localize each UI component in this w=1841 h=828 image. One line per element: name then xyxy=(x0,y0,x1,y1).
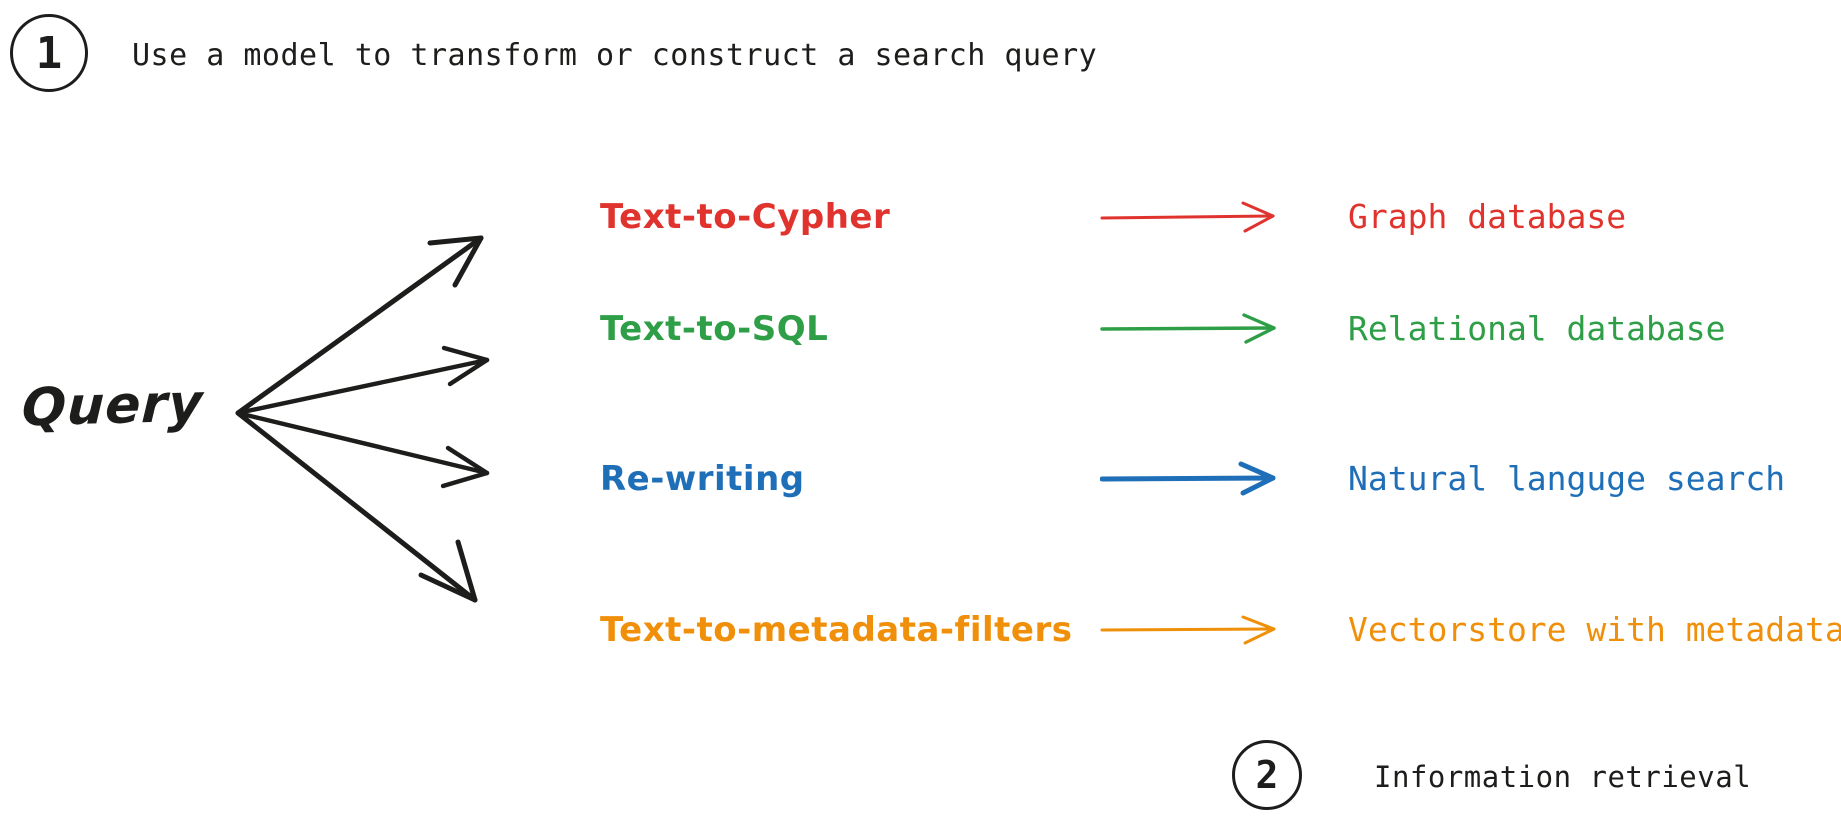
target-label-vectorstore-with-metadata: Vectorstore with metadata xyxy=(1348,610,1841,649)
flow-row-cypher: Text-to-Cypher Graph database xyxy=(0,195,1841,255)
row-arrow-sql xyxy=(1100,313,1276,344)
step-badge-2-number: 2 xyxy=(1255,753,1279,797)
flow-row-sql: Text-to-SQL Relational database xyxy=(0,307,1841,367)
query-label: Query xyxy=(20,373,205,439)
step-title-2: Information retrieval xyxy=(1374,760,1752,794)
fan-arrow-2-shaft xyxy=(235,357,490,416)
row-arrow-rewriting xyxy=(1100,461,1276,496)
target-label-relational-database: Relational database xyxy=(1348,309,1726,348)
target-label-graph-database: Graph database xyxy=(1348,197,1627,236)
fan-arrow-4-head-bottom xyxy=(418,572,478,603)
technique-label-cypher: Text-to-Cypher xyxy=(600,197,891,237)
flow-row-rewriting: Re-writing Natural languge search xyxy=(0,457,1841,517)
step-badge-1: 1 xyxy=(10,14,88,92)
technique-label-rewriting: Re-writing xyxy=(600,459,805,499)
fan-arrow-4-head-top xyxy=(455,539,478,603)
step-badge-1-number: 1 xyxy=(35,27,63,79)
flow-row-metadata-filters: Text-to-metadata-filters Vectorstore wit… xyxy=(0,608,1841,668)
row-arrow-metadata-filters xyxy=(1100,615,1276,645)
step-title-1: Use a model to transform or construct a … xyxy=(132,38,1098,73)
row-arrow-cypher xyxy=(1100,201,1275,233)
target-label-natural-language-search: Natural languge search xyxy=(1348,459,1786,498)
technique-label-metadata-filters: Text-to-metadata-filters xyxy=(600,610,1073,650)
technique-label-sql: Text-to-SQL xyxy=(600,309,829,349)
step-badge-2: 2 xyxy=(1232,740,1302,810)
